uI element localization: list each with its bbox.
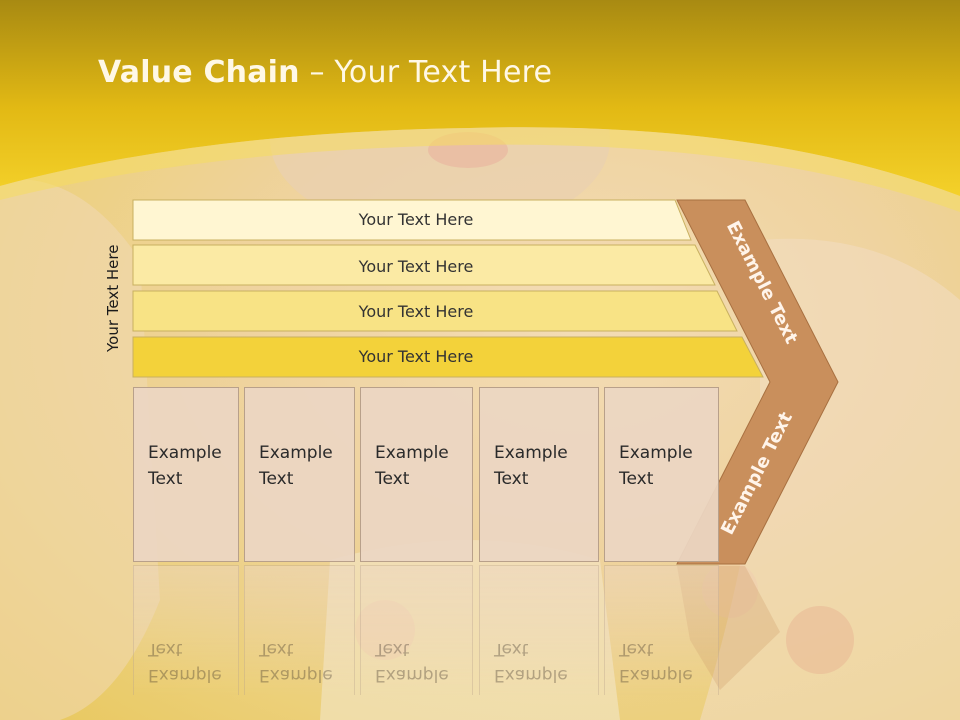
bar-2[interactable] (132, 244, 716, 286)
bar-1-label: Your Text Here (358, 210, 474, 229)
title-rest: – Your Text Here (299, 55, 553, 90)
activity-box-5-reflection-text: Example Text (619, 639, 693, 685)
activity-box-5[interactable]: Example Text (604, 387, 719, 562)
activity-box-1-reflection-text: Example Text (148, 639, 222, 685)
activity-box-4-reflection-text: Example Text (494, 639, 568, 685)
bar-4-label: Your Text Here (358, 347, 474, 366)
activity-box-2-label: Example Text (259, 443, 333, 489)
activity-box-1-reflection: Example Text (133, 565, 239, 695)
activity-box-3-label: Example Text (375, 443, 449, 489)
activity-box-2-reflection: Example Text (244, 565, 355, 695)
bar-4[interactable] (132, 336, 764, 378)
activity-box-2-reflection-text: Example Text (259, 639, 333, 685)
activity-box-4-label: Example Text (494, 443, 568, 489)
bar-1[interactable] (132, 199, 692, 241)
bar-3-label: Your Text Here (358, 302, 474, 321)
bar-2-label: Your Text Here (358, 257, 474, 276)
activity-box-1-label: Example Text (148, 443, 222, 489)
activity-box-5-reflection: Example Text (604, 565, 719, 695)
activity-box-1[interactable]: Example Text (133, 387, 239, 562)
chevron-arrow[interactable] (676, 199, 839, 565)
title-bold: Value Chain (98, 55, 300, 90)
activity-box-4-reflection: Example Text (479, 565, 599, 695)
activity-box-3-reflection-text: Example Text (375, 639, 449, 685)
chevron-reflection (677, 566, 780, 690)
bar-3[interactable] (132, 290, 738, 332)
activity-box-3[interactable]: Example Text (360, 387, 473, 562)
activity-box-2[interactable]: Example Text (244, 387, 355, 562)
slide-title: Value Chain – Your Text Here (98, 55, 552, 90)
activity-box-4[interactable]: Example Text (479, 387, 599, 562)
activity-box-5-label: Example Text (619, 443, 693, 489)
activity-box-3-reflection: Example Text (360, 565, 473, 695)
